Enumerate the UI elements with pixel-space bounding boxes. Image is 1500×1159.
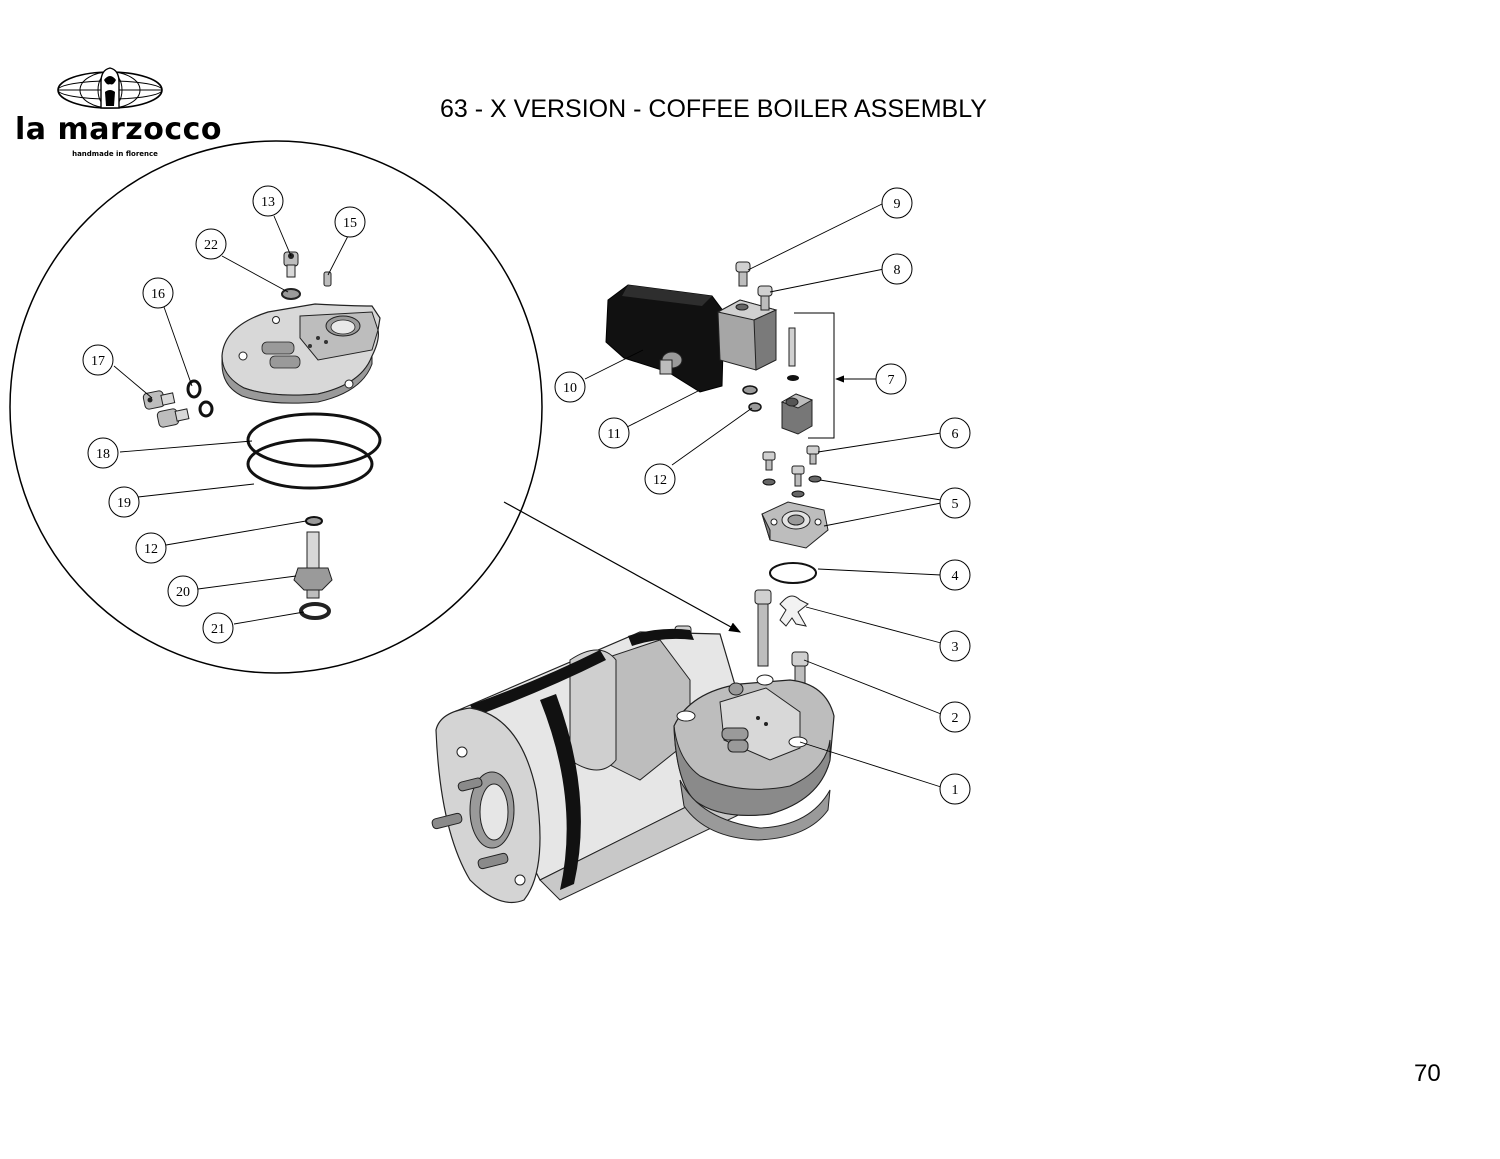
inset-washer-16a [186, 379, 202, 399]
page-title: 63 - X VERSION - COFFEE BOILER ASSEMBLY [440, 95, 987, 123]
boiler-head-flange [673, 674, 835, 841]
callout-12-inset: 12 [135, 532, 167, 564]
inset-washer-21 [299, 602, 331, 620]
svg-text:12: 12 [653, 473, 667, 488]
callout-9: 9 [881, 187, 913, 219]
callout-10: 10 [554, 371, 586, 403]
svg-text:16: 16 [151, 287, 165, 302]
svg-text:19: 19 [117, 496, 131, 511]
leader-lines [584, 202, 942, 788]
callout-15: 15 [334, 206, 366, 238]
svg-text:12: 12 [144, 542, 158, 557]
callout-22: 22 [195, 228, 227, 260]
page-number: 70 [1414, 1060, 1441, 1087]
inset-screws-17 [142, 390, 190, 428]
callout-13: 13 [252, 185, 284, 217]
screw-9 [735, 261, 751, 287]
inset-pointer-arrow [503, 501, 742, 633]
callout-6: 6 [939, 417, 971, 449]
inset-flange-plate [221, 303, 381, 404]
svg-text:21: 21 [211, 622, 225, 637]
globe-lion-icon [57, 67, 163, 109]
bolt-3 [754, 589, 772, 667]
callout-1: 1 [939, 773, 971, 805]
callout-2: 2 [939, 701, 971, 733]
screw-8 [757, 285, 773, 311]
svg-text:13: 13 [261, 195, 275, 210]
brand-logo: la marzocco handmade in florence [10, 62, 222, 162]
washer-7 [787, 375, 799, 381]
washer-12 [748, 402, 762, 412]
callout-4: 4 [939, 559, 971, 591]
inset-washer-16b [198, 400, 214, 418]
inset-nozzle-20 [293, 531, 333, 599]
callout-3: 3 [939, 630, 971, 662]
svg-text:20: 20 [176, 585, 190, 600]
svg-text:9: 9 [894, 197, 901, 212]
main-assembly: 9 8 7 10 11 12 6 5 4 3 2 1 13 15 22 16 1… [82, 185, 971, 904]
brand-tagline: handmade in florence [72, 150, 158, 158]
callout-18: 18 [87, 437, 119, 469]
svg-text:15: 15 [343, 216, 357, 231]
callout-20: 20 [167, 575, 199, 607]
callout-7: 7 [875, 363, 907, 395]
svg-text:2: 2 [952, 711, 959, 726]
svg-text:6: 6 [952, 427, 959, 442]
valve-flange-5 [761, 501, 829, 549]
washer-11 [742, 385, 758, 395]
svg-text:7: 7 [888, 373, 895, 388]
o-ring-4 [769, 562, 817, 584]
brand-wordmark: la marzocco [15, 112, 223, 147]
fitting-block-7 [780, 393, 814, 435]
svg-text:18: 18 [96, 447, 110, 462]
callout-12: 12 [644, 463, 676, 495]
washer-5c [791, 490, 805, 498]
callout-19: 19 [108, 486, 140, 518]
svg-text:17: 17 [91, 354, 105, 369]
svg-text:3: 3 [952, 640, 959, 655]
detail-inset [9, 140, 543, 674]
svg-text:8: 8 [894, 263, 901, 278]
washer-5b [808, 475, 822, 483]
callout-16: 16 [142, 277, 174, 309]
bracket-7 [794, 312, 835, 439]
svg-text:22: 22 [204, 238, 218, 253]
washer-5a [762, 478, 776, 486]
callout-8: 8 [881, 253, 913, 285]
svg-text:1: 1 [952, 783, 959, 798]
inset-leader-lines [113, 215, 349, 625]
svg-text:10: 10 [563, 381, 577, 396]
diffuser-jet-3 [779, 595, 809, 627]
rod-7 [788, 327, 796, 367]
svg-text:5: 5 [952, 497, 959, 512]
inset-washer-12 [305, 516, 323, 526]
inset-gasket-19 [246, 438, 374, 490]
svg-text:4: 4 [952, 569, 959, 584]
svg-text:11: 11 [607, 427, 620, 442]
callout-21: 21 [202, 612, 234, 644]
inset-pin-15 [323, 271, 332, 287]
screws-6 [762, 445, 820, 487]
callout-11: 11 [598, 417, 630, 449]
callouts: 9 8 7 10 11 12 6 5 4 3 2 1 13 15 22 16 1… [82, 185, 971, 805]
callout-17: 17 [82, 344, 114, 376]
solenoid-coil-10 [605, 284, 725, 393]
valve-body-7 [716, 299, 778, 371]
callout-5: 5 [939, 487, 971, 519]
inset-gasket-18 [246, 412, 382, 468]
